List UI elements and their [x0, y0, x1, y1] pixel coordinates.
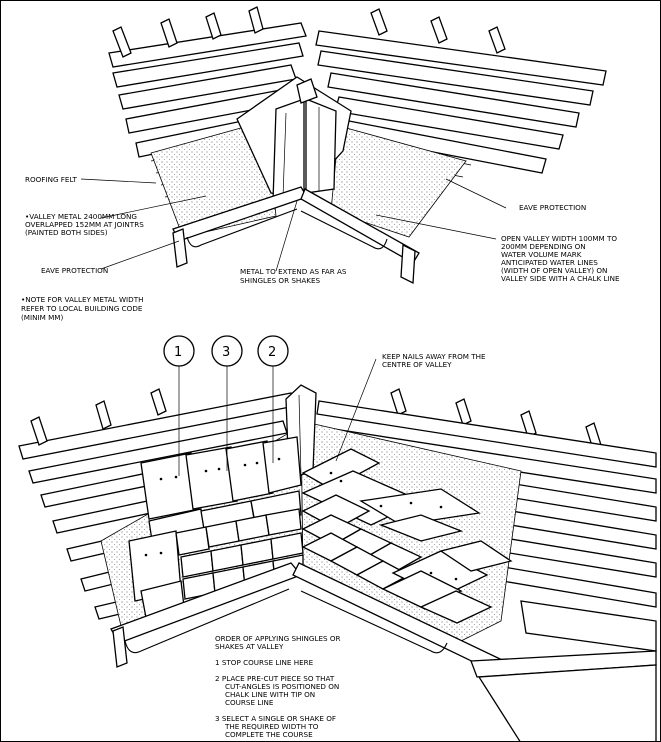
- top-leaders: [80, 178, 507, 272]
- label-open-valley-3: WATER VOLUME MARK: [501, 250, 582, 259]
- callout-label-1: 1: [174, 345, 182, 360]
- label-metal-extend-1: METAL TO EXTEND AS FAR AS: [240, 267, 347, 276]
- nail-marks: [144, 457, 458, 581]
- top-eave: [172, 186, 420, 285]
- callout-label-3: 3: [222, 345, 230, 360]
- step-2-line-4: COURSE LINE: [225, 698, 274, 707]
- label-keep-nails-1: KEEP NAILS AWAY FROM THE: [382, 352, 486, 361]
- label-open-valley-4: ANTICIPATED WATER LINES: [501, 258, 598, 267]
- step-2-line-2: CUT-ANGLES IS POSITIONED ON: [225, 682, 339, 691]
- label-valley-metal-3: (PAINTED BOTH SIDES): [25, 228, 108, 237]
- bottom-right-fascia: [520, 600, 657, 652]
- step-1: 1 STOP COURSE LINE HERE: [215, 658, 314, 667]
- label-open-valley-2: 200mm DEPENDING ON: [501, 242, 586, 251]
- label-note-3: (MINIM mm): [21, 313, 64, 322]
- step-3-line-3: COMPLETE THE COURSE: [225, 730, 313, 739]
- bottom-eave: [110, 562, 657, 741]
- label-roofing-felt: ROOFING FELT: [25, 175, 77, 184]
- bottom-roof-drawing: [18, 384, 657, 741]
- label-valley-metal-1: •VALLEY METAL 2400mm LONG: [25, 212, 137, 221]
- label-open-valley-5: (WIDTH OF OPEN VALLEY) ON: [501, 266, 607, 275]
- top-roof-drawing: [108, 6, 607, 285]
- label-note-1: •NOTE FOR VALLEY METAL WIDTH: [21, 295, 144, 304]
- label-eave-protection-right: EAVE PROTECTION: [519, 203, 586, 212]
- instructions: ORDER OF APPLYING SHINGLES OR SHAKES AT …: [215, 634, 341, 739]
- top-rafters: [112, 6, 506, 58]
- step-3-line-2: THE REQUIRED WIDTH TO: [224, 722, 319, 731]
- order-title-1: ORDER OF APPLYING SHINGLES OR: [215, 634, 341, 643]
- step-2-line-3: CHALK LINE WITH TIP ON: [225, 690, 315, 699]
- shingles-right: [301, 448, 513, 624]
- label-open-valley-6: VALLEY SIDE WITH A CHALK LINE: [501, 274, 620, 283]
- bottom-rafters: [30, 388, 602, 450]
- step-2-line-1: 2 PLACE PRE-CUT PIECE SO THAT: [215, 674, 335, 683]
- label-metal-extend-2: SHINGLES OR SHAKES: [240, 276, 321, 285]
- valley-metal: [236, 76, 352, 202]
- label-note-2: REFER TO LOCAL BUILDING CODE: [21, 304, 143, 313]
- step-3-line-1: 3 SELECT A SINGLE OR SHAKE OF: [215, 714, 336, 723]
- order-title-2: SHAKES AT VALLEY: [215, 642, 284, 651]
- callout-label-2: 2: [268, 345, 276, 360]
- label-keep-nails-2: CENTRE OF VALLEY: [382, 360, 452, 369]
- callouts: [163, 335, 377, 476]
- label-eave-protection-left: EAVE PROTECTION: [41, 266, 108, 275]
- label-valley-metal-2: OVERLAPPED 152mm AT JOINTRS: [25, 220, 144, 229]
- label-open-valley-1: OPEN VALLEY WIDTH 100mm TO: [501, 234, 617, 243]
